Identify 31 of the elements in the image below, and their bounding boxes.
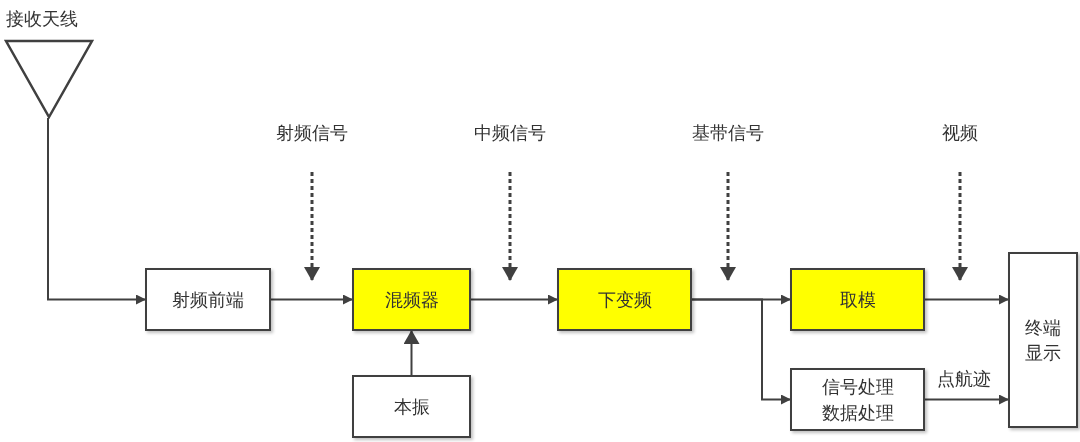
box-label: 取模 bbox=[839, 287, 876, 312]
box-label: 混频器 bbox=[384, 287, 439, 312]
box-label: 数据处理 bbox=[821, 400, 894, 425]
arrow bbox=[924, 394, 1009, 405]
process-box bbox=[1008, 252, 1078, 428]
signal-label: 射频信号 bbox=[272, 124, 352, 144]
box-label: 下变频 bbox=[597, 287, 652, 312]
arrow bbox=[924, 294, 1009, 305]
process-box bbox=[790, 268, 925, 331]
dashed-arrow bbox=[502, 172, 518, 281]
dashed-arrow bbox=[952, 172, 968, 281]
signal-label: 视频 bbox=[940, 124, 980, 144]
process-box bbox=[352, 268, 471, 331]
dashed-arrow bbox=[304, 172, 320, 281]
process-box bbox=[790, 368, 925, 431]
process-box bbox=[145, 268, 271, 331]
box-label: 本振 bbox=[393, 394, 430, 419]
box-label: 信号处理 bbox=[821, 375, 894, 400]
antenna-label: 接收天线 bbox=[6, 10, 78, 28]
arrow bbox=[403, 330, 420, 376]
process-box bbox=[352, 375, 471, 438]
dashed-arrow bbox=[720, 172, 736, 281]
arrow bbox=[270, 294, 353, 305]
signal-label: 基带信号 bbox=[688, 124, 768, 144]
box-label: 射频前端 bbox=[172, 287, 244, 312]
arrow bbox=[47, 117, 146, 305]
arrow bbox=[691, 298, 791, 405]
box-label: 终端显示 bbox=[1024, 315, 1062, 365]
process-box bbox=[557, 268, 692, 331]
arrow bbox=[470, 294, 558, 305]
signal-label: 中频信号 bbox=[470, 124, 550, 144]
